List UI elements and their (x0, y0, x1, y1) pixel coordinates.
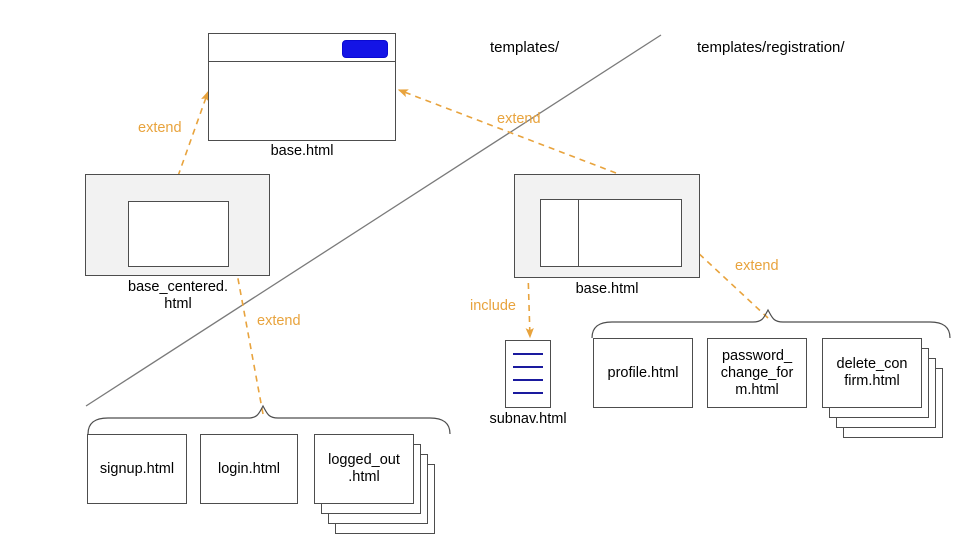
browser-toolbar-icon (209, 34, 395, 62)
filebox-password-change-form-html[interactable]: password_ change_for m.html (707, 338, 807, 408)
centered-content-region (128, 201, 229, 267)
filestack-logged-out-html[interactable]: logged_out .html (314, 434, 444, 534)
stack-sheet-front: delete_con firm.html (822, 338, 922, 408)
nav-list-icon (513, 353, 543, 405)
node-base-html-top[interactable] (208, 33, 396, 141)
relation-label-extend-centered: extend (138, 120, 182, 136)
registration-group-brace (591, 308, 951, 339)
filebox-label: password_ change_for m.html (720, 347, 794, 398)
filestack-delete-confirm-html[interactable]: delete_con firm.html (822, 338, 952, 438)
filestack-label: delete_con firm.html (836, 356, 908, 389)
filebox-label: signup.html (99, 460, 175, 477)
dir-label-templates-registration: templates/registration/ (697, 39, 845, 56)
filebox-label: profile.html (607, 364, 679, 381)
extend-arrow-centered-to-base (177, 90, 209, 177)
node-subnav-html[interactable] (505, 340, 551, 408)
caption-subnav-html: subnav.html (489, 411, 567, 427)
caption-base-centered-html: base_centered. html (128, 279, 228, 312)
filebox-profile-html[interactable]: profile.html (593, 338, 693, 408)
filestack-label: logged_out .html (328, 452, 400, 485)
node-base-centered-html[interactable] (85, 174, 270, 276)
relation-label-extend-auth: extend (257, 313, 301, 329)
caption-base-html-top: base.html (270, 143, 334, 159)
two-column-content-region (540, 199, 682, 267)
node-base-html-registration[interactable] (514, 174, 700, 278)
blue-pill-icon (342, 40, 388, 58)
relation-label-include-subnav: include (470, 298, 516, 314)
filebox-label: login.html (217, 460, 281, 477)
auth-group-brace (87, 404, 451, 435)
filebox-login-html[interactable]: login.html (200, 434, 298, 504)
column-divider (578, 200, 579, 266)
dir-label-templates: templates/ (490, 39, 560, 56)
relation-label-extend-registration-pages: extend (735, 258, 779, 274)
filebox-signup-html[interactable]: signup.html (87, 434, 187, 504)
extend-arrow-registration-to-base (397, 89, 617, 174)
relation-label-extend-registration: extend (497, 111, 541, 127)
caption-base-html-registration: base.html (575, 281, 639, 297)
stack-sheet-front: logged_out .html (314, 434, 414, 504)
